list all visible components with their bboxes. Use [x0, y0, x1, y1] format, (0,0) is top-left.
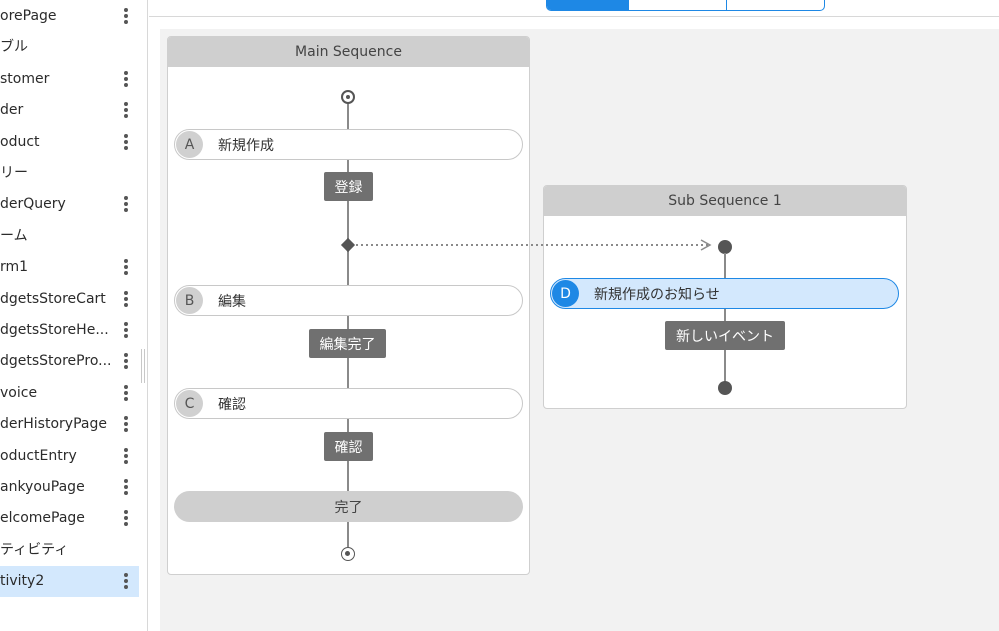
- more-options-icon[interactable]: [121, 416, 131, 432]
- more-options-icon[interactable]: [121, 71, 131, 87]
- sidebar-item[interactable]: tivity2: [0, 566, 139, 597]
- event-tag-3[interactable]: 確認: [324, 432, 373, 461]
- sidebar-item[interactable]: dgetsStorePro...: [0, 346, 139, 377]
- sidebar-item-label: elcomePage: [0, 510, 85, 526]
- sidebar-item-label: voice: [0, 385, 38, 401]
- sub-sequence-title: Sub Sequence 1: [544, 186, 906, 216]
- sidebar-item[interactable]: oduct: [0, 127, 139, 158]
- more-options-icon[interactable]: [121, 102, 131, 118]
- state-d[interactable]: D 新規作成のお知らせ: [550, 278, 899, 309]
- sidebar-item-label: リー: [0, 165, 28, 181]
- sub-start-node-icon: [718, 240, 732, 254]
- sequence-canvas[interactable]: Main Sequence Sub Sequence 1 A 新規作成 登録 B…: [160, 29, 999, 631]
- sub-flow-line: [724, 253, 726, 279]
- more-options-icon[interactable]: [121, 196, 131, 212]
- sidebar-item-label: oduct: [0, 134, 40, 150]
- state-c-label: 確認: [218, 396, 246, 413]
- main-sequence-title: Main Sequence: [168, 37, 529, 67]
- end-state-bar[interactable]: 完了: [174, 491, 523, 522]
- sidebar-item-label: derHistoryPage: [0, 416, 107, 432]
- sidebar-item[interactable]: ティビティ: [0, 535, 139, 566]
- sidebar-item[interactable]: ankyouPage: [0, 472, 139, 503]
- more-options-icon[interactable]: [121, 448, 131, 464]
- view-segmented-control: [546, 0, 825, 11]
- more-options-icon[interactable]: [121, 322, 131, 338]
- sub-end-node-icon: [718, 381, 732, 395]
- sidebar-item[interactable]: derHistoryPage: [0, 409, 139, 440]
- more-options-icon[interactable]: [121, 510, 131, 526]
- sidebar-item-label: ブル: [0, 39, 28, 55]
- segment-2[interactable]: [628, 0, 725, 10]
- state-b-label: 編集: [218, 293, 246, 310]
- sidebar-item-label: dgetsStorePro...: [0, 353, 112, 369]
- state-c[interactable]: C 確認: [174, 388, 523, 419]
- flow-line: [347, 522, 349, 547]
- more-options-icon[interactable]: [121, 259, 131, 275]
- sidebar-item[interactable]: voice: [0, 378, 139, 409]
- sidebar-item[interactable]: ブル: [0, 32, 139, 63]
- state-a-badge: A: [176, 131, 203, 158]
- flow-line: [347, 103, 349, 130]
- more-options-icon[interactable]: [121, 353, 131, 369]
- top-toolbar: [149, 0, 999, 17]
- sidebar: orePage ブル stomer der oduct リー derQuery ーム rm1 dg…: [0, 0, 148, 631]
- sidebar-item-label: derQuery: [0, 196, 66, 212]
- sidebar-item[interactable]: elcomePage: [0, 503, 139, 534]
- event-tag-1[interactable]: 登録: [324, 172, 373, 201]
- sidebar-item-label: tivity2: [0, 573, 45, 589]
- sidebar-item-label: dgetsStoreHe...: [0, 322, 109, 338]
- more-options-icon[interactable]: [121, 479, 131, 495]
- sidebar-item[interactable]: リー: [0, 158, 139, 189]
- more-options-icon[interactable]: [121, 291, 131, 307]
- sidebar-resize-handle[interactable]: [141, 349, 145, 383]
- sidebar-item[interactable]: orePage: [0, 1, 139, 32]
- sidebar-item[interactable]: derQuery: [0, 189, 139, 220]
- more-options-icon[interactable]: [121, 573, 131, 589]
- event-tag-2[interactable]: 編集完了: [309, 329, 386, 358]
- state-b[interactable]: B 編集: [174, 285, 523, 316]
- sidebar-item-label: der: [0, 102, 24, 118]
- flow-line: [347, 160, 349, 286]
- sidebar-item[interactable]: rm1: [0, 252, 139, 283]
- sidebar-item[interactable]: der: [0, 95, 139, 126]
- sidebar-item-label: rm1: [0, 259, 29, 275]
- more-options-icon[interactable]: [121, 8, 131, 24]
- sidebar-item-label: ーム: [0, 228, 28, 244]
- more-options-icon[interactable]: [121, 134, 131, 150]
- start-node-icon: [341, 90, 355, 104]
- sidebar-item[interactable]: dgetsStoreHe...: [0, 315, 139, 346]
- sub-event-tag[interactable]: 新しいイベント: [665, 321, 785, 350]
- segment-3[interactable]: [725, 0, 824, 10]
- state-d-label: 新規作成のお知らせ: [594, 286, 720, 303]
- segment-1[interactable]: [547, 0, 629, 10]
- subsequence-connector-arrow-icon: [356, 239, 712, 251]
- sidebar-item[interactable]: oductEntry: [0, 441, 139, 472]
- sidebar-item-label: dgetsStoreCart: [0, 291, 106, 307]
- sidebar-item-label: ankyouPage: [0, 479, 85, 495]
- state-b-badge: B: [176, 287, 203, 314]
- sidebar-item[interactable]: stomer: [0, 64, 139, 95]
- sidebar-item-label: orePage: [0, 8, 57, 24]
- sidebar-item[interactable]: ーム: [0, 221, 139, 252]
- sidebar-item[interactable]: dgetsStoreCart: [0, 284, 139, 315]
- state-a-label: 新規作成: [218, 137, 274, 154]
- sidebar-item-label: ティビティ: [0, 542, 69, 558]
- more-options-icon[interactable]: [121, 385, 131, 401]
- state-d-badge: D: [552, 280, 579, 307]
- end-node-icon: [341, 547, 355, 561]
- sidebar-item-label: oductEntry: [0, 448, 77, 464]
- state-c-badge: C: [176, 390, 203, 417]
- state-a[interactable]: A 新規作成: [174, 129, 523, 160]
- sidebar-item-label: stomer: [0, 71, 50, 87]
